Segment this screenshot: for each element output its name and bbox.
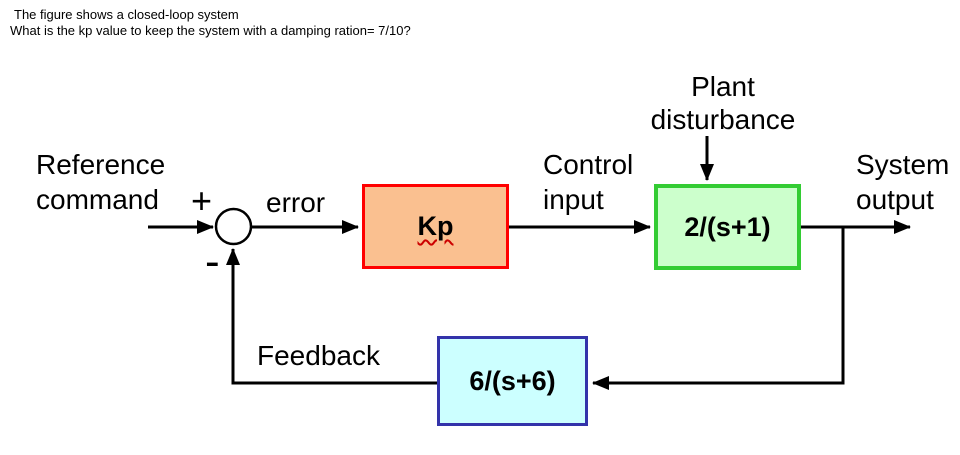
reference-command-line1: Reference [36, 149, 166, 180]
feedback-block: 6/(s+6) [437, 336, 588, 426]
error-label: error [266, 187, 326, 218]
question-line-2: What is the kp value to keep the system … [10, 23, 411, 38]
reference-command-label: Reference command [36, 147, 165, 217]
question-line-1: The figure shows a closed-loop system [14, 7, 239, 22]
minus-sign: - [205, 237, 220, 286]
controller-block: Kp [362, 184, 509, 269]
feedback-block-label: 6/(s+6) [469, 365, 556, 396]
system-output-label: System output [856, 147, 949, 217]
plant-disturbance-line1: Plant [691, 71, 755, 102]
controller-block-label: Kp [417, 211, 454, 241]
system-output-line1: System [856, 149, 950, 180]
plus-sign: + [191, 180, 213, 221]
control-input-label: Control input [543, 147, 633, 217]
reference-command-line2: command [36, 184, 159, 215]
plant-disturbance-label: Plant disturbance [648, 70, 798, 136]
system-output-line2: output [856, 184, 934, 215]
plant-block-label: 2/(s+1) [684, 211, 771, 242]
control-input-line1: Control [543, 149, 634, 180]
summing-junction [214, 207, 253, 246]
wire-output-branch-to-feedback [592, 227, 845, 390]
wire-feedback-to-sum [226, 248, 437, 385]
feedback-label: Feedback [257, 340, 380, 371]
plant-block: 2/(s+1) [654, 184, 801, 270]
control-input-line2: input [543, 184, 604, 215]
plant-disturbance-line2: disturbance [650, 104, 796, 135]
